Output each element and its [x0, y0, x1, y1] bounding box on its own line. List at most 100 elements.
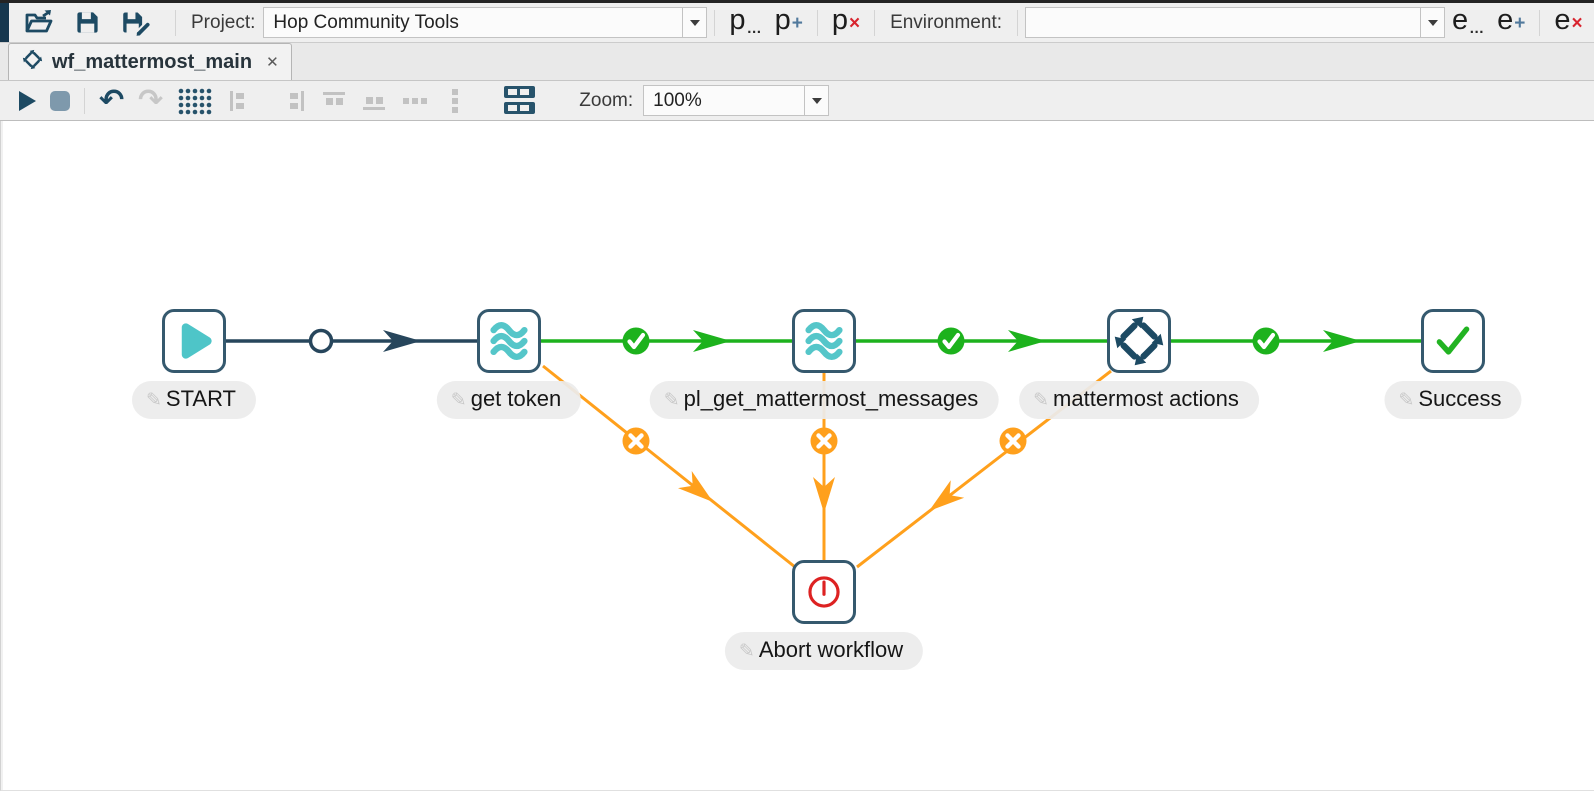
file-actions-group — [9, 6, 168, 40]
separator — [874, 9, 876, 36]
redo-icon: ↷ — [138, 82, 164, 118]
perspective-bar-edge — [0, 3, 9, 42]
undo-button[interactable]: ↶ — [92, 84, 131, 118]
chevron-down-icon — [1427, 20, 1438, 31]
project-delete-button[interactable]: p × — [831, 3, 861, 36]
redo-button[interactable]: ↷ — [131, 84, 170, 118]
align-left-icon — [230, 90, 245, 111]
separator — [1017, 9, 1019, 36]
distribute-horizontal-button[interactable] — [394, 84, 436, 118]
environment-combo[interactable] — [1025, 7, 1422, 38]
action-node-get-token[interactable] — [477, 309, 541, 373]
project-combo-dropdown[interactable] — [683, 7, 708, 38]
separator — [84, 87, 85, 114]
main-toolbar: Project: Hop Community Tools p … p + p ×… — [0, 3, 1594, 43]
environment-add-button[interactable]: e + — [1497, 3, 1526, 36]
environment-label: Environment: — [890, 11, 1003, 33]
action-label-get-token[interactable]: ✎get token — [436, 381, 582, 419]
action-label-abort-workflow[interactable]: ✎Abort workflow — [724, 632, 924, 670]
zoom-combo-value: 100% — [653, 89, 702, 111]
project-combo[interactable]: Hop Community Tools — [263, 7, 684, 38]
hop-failure-badge[interactable] — [810, 427, 838, 455]
action-node-success[interactable] — [1421, 309, 1485, 373]
distribute-vertical-button[interactable] — [436, 84, 474, 118]
snap-grid-icon — [178, 88, 212, 114]
hop-mattermost-actions-to-success[interactable] — [1171, 330, 1422, 352]
editor-tab-bar: wf_mattermost_main ✕ — [0, 43, 1594, 81]
environment-delete-button[interactable]: e × — [1554, 3, 1583, 36]
execution-results-button[interactable] — [494, 84, 545, 118]
play-icon — [181, 323, 212, 359]
distribute-horizontal-icon — [403, 97, 428, 104]
project-edit-button[interactable]: p … — [729, 3, 761, 37]
hop-get-token-to-abort[interactable] — [542, 364, 796, 569]
workflow-canvas[interactable]: ✎START ✎get token ✎pl_get_mattermost_mes… — [0, 121, 1594, 791]
edit-pencil-icon: ✎ — [738, 641, 755, 662]
zoom-combo[interactable]: 100% — [643, 85, 806, 116]
stop-button[interactable] — [43, 84, 77, 118]
chevron-down-icon — [811, 98, 822, 109]
stop-icon — [50, 90, 70, 111]
hop-failure-badge[interactable] — [622, 427, 650, 455]
chevron-down-icon — [689, 20, 700, 31]
abort-power-icon — [808, 576, 840, 608]
save-icon[interactable] — [67, 6, 108, 40]
tab-close-icon[interactable]: ✕ — [266, 54, 279, 71]
hop-success-badge[interactable] — [937, 327, 965, 355]
workflow-toolbar: ↶ ↷ — [0, 81, 1594, 121]
edit-pencil-icon: ✎ — [450, 390, 467, 411]
edit-pencil-icon: ✎ — [1398, 390, 1415, 411]
hop-success-badge[interactable] — [1252, 327, 1280, 355]
unconditional-hop-icon[interactable] — [308, 328, 334, 354]
separator — [175, 9, 176, 36]
align-right-icon — [290, 90, 305, 111]
hop-get-token-to-pl-get-mattermost-messages[interactable] — [541, 330, 792, 352]
run-icon — [19, 90, 36, 111]
project-add-button[interactable]: p + — [774, 3, 803, 36]
action-label-success[interactable]: ✎Success — [1384, 381, 1522, 419]
success-check-icon — [1436, 326, 1470, 355]
action-node-abort-workflow[interactable] — [792, 560, 856, 624]
workflow-icon — [21, 48, 44, 76]
open-icon[interactable] — [17, 6, 61, 40]
snap-to-grid-button[interactable] — [170, 84, 220, 118]
align-bottom-button[interactable] — [354, 84, 394, 118]
align-left-button[interactable] — [220, 84, 258, 118]
execution-results-icon — [504, 86, 536, 114]
tab-wf-mattermost-main[interactable]: wf_mattermost_main ✕ — [8, 43, 292, 80]
save-as-icon[interactable] — [114, 6, 158, 40]
tab-label: wf_mattermost_main — [52, 50, 253, 73]
action-label-start[interactable]: ✎START — [131, 381, 257, 419]
zoom-combo-dropdown[interactable] — [805, 85, 830, 116]
align-top-icon — [323, 91, 346, 105]
hop-start-to-get-token[interactable] — [226, 328, 477, 354]
project-combo-value: Hop Community Tools — [273, 11, 459, 33]
project-label: Project: — [191, 11, 256, 33]
align-right-button[interactable] — [276, 84, 314, 118]
action-node-pl-get-mattermost-messages[interactable] — [792, 309, 856, 373]
action-node-start[interactable] — [162, 309, 226, 373]
action-label-pl-get-mattermost-messages[interactable]: ✎pl_get_mattermost_messages — [649, 381, 999, 419]
action-label-mattermost-actions[interactable]: ✎mattermost actions — [1019, 381, 1259, 419]
hop-failure-badge[interactable] — [999, 427, 1027, 455]
pipeline-icon — [490, 322, 528, 360]
separator — [714, 9, 716, 36]
run-button[interactable] — [12, 84, 43, 118]
hop-pl-get-mattermost-messages-to-mattermost-actions[interactable] — [856, 330, 1107, 352]
edit-pencil-icon: ✎ — [145, 390, 162, 411]
edit-pencil-icon: ✎ — [1033, 390, 1050, 411]
distribute-vertical-icon — [452, 88, 459, 113]
align-bottom-icon — [363, 96, 386, 110]
environment-combo-dropdown[interactable] — [1421, 7, 1446, 38]
zoom-label: Zoom: — [579, 89, 634, 111]
action-node-mattermost-actions[interactable] — [1107, 309, 1171, 373]
align-top-button[interactable] — [314, 84, 354, 118]
separator — [1539, 9, 1541, 36]
environment-edit-button[interactable]: e … — [1452, 3, 1484, 37]
pipeline-icon — [805, 322, 843, 360]
edit-pencil-icon: ✎ — [663, 390, 680, 411]
undo-icon: ↶ — [99, 82, 125, 118]
workflow-icon — [1114, 316, 1164, 366]
hop-success-badge[interactable] — [622, 327, 650, 355]
